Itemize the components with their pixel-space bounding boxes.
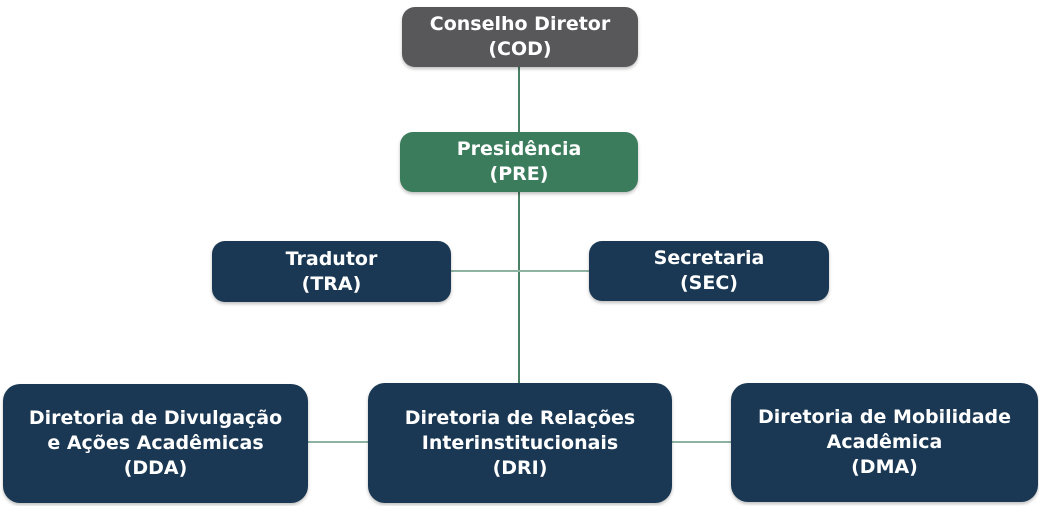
node-title-line2: e Ações Acadêmicas: [47, 432, 264, 454]
node-title: Diretoria de Relações: [404, 406, 636, 429]
node-abbr: (DDA): [123, 457, 188, 479]
node-title: Presidência: [456, 138, 582, 160]
node-abbr: (COD): [488, 38, 552, 60]
node-abbr: (DRI): [492, 456, 548, 479]
connector-pre-dri: [518, 192, 520, 383]
org-node-conselho-diretor: Conselho Diretor (COD): [402, 7, 638, 67]
node-title: Conselho Diretor: [429, 13, 611, 35]
connector-cod-pre: [518, 67, 520, 132]
node-title: Diretoria de Divulgação: [28, 407, 283, 429]
org-node-diretoria-mobilidade: Diretoria de Mobilidade Acadêmica (DMA): [731, 383, 1038, 502]
node-title-line2: Interinstitucionais: [421, 431, 619, 454]
node-abbr: (SEC): [680, 272, 738, 294]
org-node-diretoria-divulgacao: Diretoria de Divulgação e Ações Acadêmic…: [3, 384, 308, 503]
node-abbr: (DMA): [851, 456, 918, 478]
org-node-diretoria-relacoes: Diretoria de Relações Interinstitucionai…: [368, 383, 672, 503]
connector-dda-dri: [308, 441, 368, 443]
connector-dri-dma: [672, 441, 731, 443]
node-title-line2: Acadêmica: [826, 431, 943, 453]
node-title: Tradutor: [285, 247, 378, 270]
node-abbr: (TRA): [301, 272, 362, 295]
node-title: Diretoria de Mobilidade: [757, 406, 1012, 428]
node-title: Secretaria: [653, 247, 765, 269]
org-node-presidencia: Presidência (PRE): [400, 132, 638, 192]
node-abbr: (PRE): [489, 163, 549, 185]
org-node-secretaria: Secretaria (SEC): [589, 241, 829, 301]
connector-tra-sec: [451, 270, 589, 272]
org-node-tradutor: Tradutor (TRA): [212, 241, 451, 302]
